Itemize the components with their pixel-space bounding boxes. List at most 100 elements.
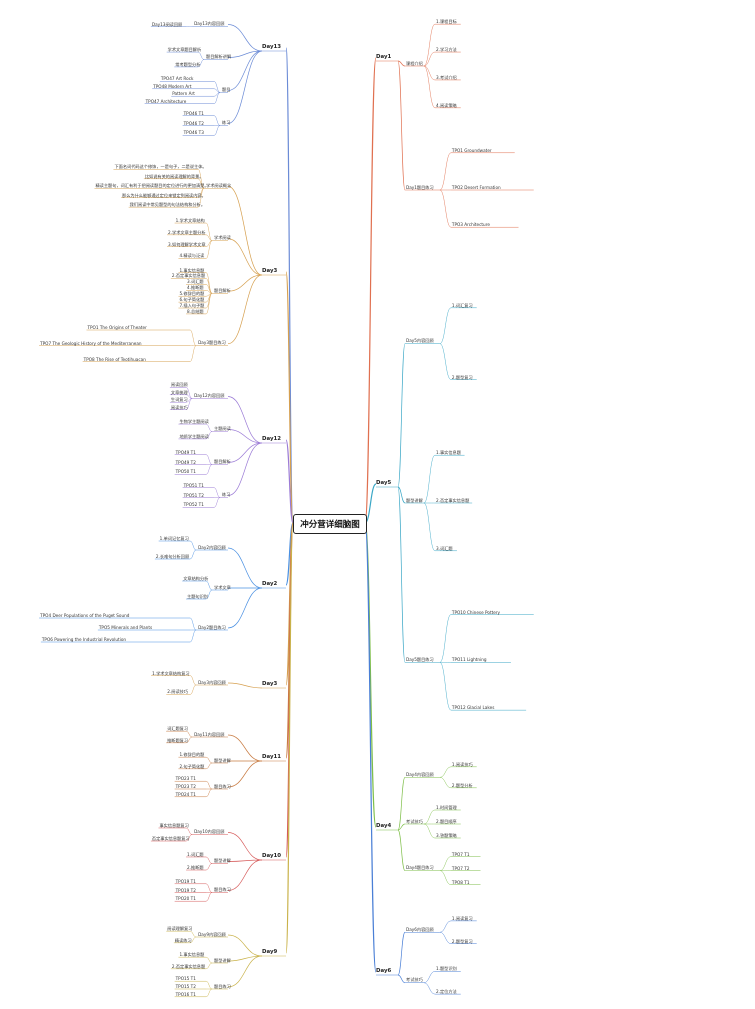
day11-item[interactable]: 词汇题复习	[167, 726, 189, 732]
day1-item[interactable]: TPO2 Desert Formation	[451, 185, 501, 190]
day1-item[interactable]: TPO1 Groundwater	[451, 147, 492, 153]
day10-group-1[interactable]: 题型讲解	[214, 858, 231, 863]
day4-item[interactable]: 3.答题策略	[435, 833, 457, 838]
day13-node[interactable]: Day13	[262, 44, 281, 50]
day12-item[interactable]: 阅读技巧	[170, 404, 188, 410]
day3-group-1[interactable]: 学术阅读	[214, 235, 231, 241]
day3-item[interactable]: TPO1 The Origins of Theater	[87, 325, 147, 330]
day10-group-0[interactable]: Day10内容回顾	[194, 829, 225, 834]
day3-group-3[interactable]: Day3题目练习	[198, 340, 226, 346]
day5-item[interactable]: TPO12 Glacial Lakes	[451, 705, 495, 711]
day3-item[interactable]: 精读主题句，词汇有利于把阅读题目的定位进行的更加清楚。	[95, 183, 209, 189]
day5-group-2[interactable]: Day5题目练习	[406, 656, 434, 662]
day3-item[interactable]: 1.学术文章结构	[175, 218, 205, 224]
day4-item[interactable]: 1.阅读技巧	[451, 761, 473, 767]
day13-item[interactable]: Pattern Art	[172, 91, 195, 97]
day2-item[interactable]: TPO4 Deer Populations of the Puget Sound	[40, 613, 130, 618]
day5-group-0[interactable]: Day5内容回顾	[406, 338, 434, 344]
day5-item[interactable]: TPO10 Chinese Pottery	[451, 609, 501, 615]
day12-item[interactable]: 生词复习	[170, 397, 188, 403]
day2-item[interactable]: TPO5 Minerals and Plants	[98, 625, 153, 630]
day4-group-2[interactable]: Day4题目练习	[406, 865, 434, 871]
day10-item[interactable]: 事实信息题复习	[159, 822, 189, 828]
day13-item[interactable]: TPO46 T1	[183, 110, 204, 116]
day3-item[interactable]: 我们阅读中常见题型的句法结构和分析。	[129, 202, 206, 208]
day3-item[interactable]: 3.如何理解学术文章	[168, 241, 206, 247]
day13-item[interactable]: Day13阅读回顾	[151, 21, 183, 27]
day1-group-0[interactable]: 课程介绍	[406, 60, 423, 66]
day13-item[interactable]: TPO47 Art Rock	[160, 76, 194, 82]
day4-item[interactable]: TPO7 T2	[451, 865, 470, 871]
day1-item[interactable]: 1.课程目标	[435, 19, 457, 25]
day3-item[interactable]: 3.词汇题	[187, 279, 204, 285]
day5-item[interactable]: 3.词汇题	[435, 545, 453, 551]
day10-item[interactable]: TPO20 T1	[175, 896, 196, 902]
day12-item[interactable]: TPO52 T1	[183, 502, 204, 508]
day9-item[interactable]: 1.事实信息题	[179, 952, 205, 958]
day5-item[interactable]: 2.题型复习	[451, 374, 473, 380]
day3-item[interactable]: 5.修辞目的题	[179, 291, 205, 297]
day3-item[interactable]: 7.插入句子题	[179, 303, 205, 309]
day13-group-0[interactable]: Day13内容回顾	[194, 21, 225, 26]
day13-group-3[interactable]: 练习	[222, 120, 231, 125]
day12-item[interactable]: TPO51 T2	[183, 492, 204, 498]
day10-item[interactable]: 1.词汇题	[187, 851, 204, 857]
day11-node[interactable]: Day11	[262, 754, 281, 760]
day5-item[interactable]: TPO11 Lightning	[451, 657, 487, 663]
day5-item[interactable]: 1.词汇复习	[451, 302, 473, 308]
day2-item[interactable]: 主题句识别	[187, 594, 208, 599]
day12-node[interactable]: Day12	[262, 436, 281, 442]
day9-item[interactable]: 阅读理解复习	[167, 926, 193, 932]
day9-node[interactable]: Day9	[262, 949, 278, 955]
day12-group-3[interactable]: 练习	[222, 492, 231, 497]
day2-item[interactable]: 文章结构分析	[183, 576, 209, 581]
day5-item[interactable]: 1.事实信息题	[435, 450, 461, 456]
day2-group-1[interactable]: 学术文章	[214, 584, 231, 590]
day11-item[interactable]: 推断题复习	[167, 737, 189, 743]
day4-item[interactable]: 1.时间管理	[435, 805, 457, 810]
day9-item[interactable]: TPO16 T1	[175, 991, 196, 997]
day1-item[interactable]: 2.学习方法	[435, 47, 457, 53]
day4-group-0[interactable]: Day4内容回顾	[406, 771, 434, 777]
day3-item[interactable]: 8.总结题	[187, 308, 204, 314]
day12-group-0[interactable]: Day12内容回顾	[194, 393, 225, 398]
day13-item[interactable]: TPO46 T3	[183, 130, 204, 136]
day3-item[interactable]: 1.事实信息题	[179, 267, 205, 273]
day3-item[interactable]: TPO8 The Rise of Teotihuacan	[83, 356, 146, 362]
root-node[interactable]: 冲分营详细脑图	[293, 514, 367, 534]
day9-item[interactable]: TPO15 T1	[175, 976, 196, 982]
day3b-node[interactable]: Day3	[262, 681, 278, 687]
day1-item[interactable]: TPO3 Architecture	[451, 222, 490, 228]
day13-item[interactable]: 常考题型分析	[175, 61, 201, 67]
day2-item[interactable]: 1.单词记忆复习	[159, 536, 189, 541]
day1-item[interactable]: 4.阅读策略	[435, 102, 457, 108]
day3b-item[interactable]: 2.阅读技巧	[167, 689, 189, 695]
day11-group-1[interactable]: 题型讲解	[214, 757, 231, 763]
day9-item[interactable]: 2.否定事实信息题	[171, 963, 206, 969]
day3-item[interactable]: 那么为什么能够通过定位来锁定到阅读内容。	[122, 192, 206, 198]
day12-item[interactable]: 阅读回顾	[170, 382, 188, 388]
day11-item[interactable]: TPO24 T1	[175, 791, 196, 797]
day2-group-0[interactable]: Day2内容回顾	[198, 544, 226, 550]
day2-item[interactable]: 2.长难句分析回顾	[155, 554, 190, 559]
day10-item[interactable]: 2.推断题	[187, 865, 204, 871]
day3-item[interactable]: 6.句子简化题	[179, 297, 205, 303]
day2-item[interactable]: TPO6 Powering the Industrial Revolution	[41, 637, 127, 642]
day5-group-1[interactable]: 题型讲解	[406, 497, 423, 503]
day4-item[interactable]: TPO8 T1	[451, 879, 470, 885]
day10-item[interactable]: 否定事实信息题复习	[151, 836, 190, 842]
day13-group-2[interactable]: 题目	[222, 87, 231, 92]
day3-item[interactable]: 下面名词代码这个修饰，一是句子，二是说主体。	[114, 164, 207, 170]
day3-item[interactable]: 4.推断题	[187, 285, 204, 291]
day6-item[interactable]: 1.题型识别	[435, 966, 457, 972]
day12-item[interactable]: TPO49 T1	[175, 449, 196, 455]
day3-item[interactable]: 2.否定事实信息题	[171, 273, 206, 279]
day3b-item[interactable]: 1.学术文章结构复习	[152, 670, 190, 676]
day11-group-2[interactable]: 题目练习	[214, 783, 231, 789]
day4-item[interactable]: TPO7 T1	[451, 851, 470, 857]
day6-group-0[interactable]: Day6内容回顾	[406, 926, 434, 932]
day12-item[interactable]: 地质学主题阅读	[179, 433, 209, 439]
day3-item[interactable]: 比如说有关的阅读理解的背景。	[144, 173, 204, 179]
day3-item[interactable]: 4.精读与泛读	[179, 253, 205, 259]
day13-item[interactable]: TPO47 Architecture	[145, 98, 187, 104]
